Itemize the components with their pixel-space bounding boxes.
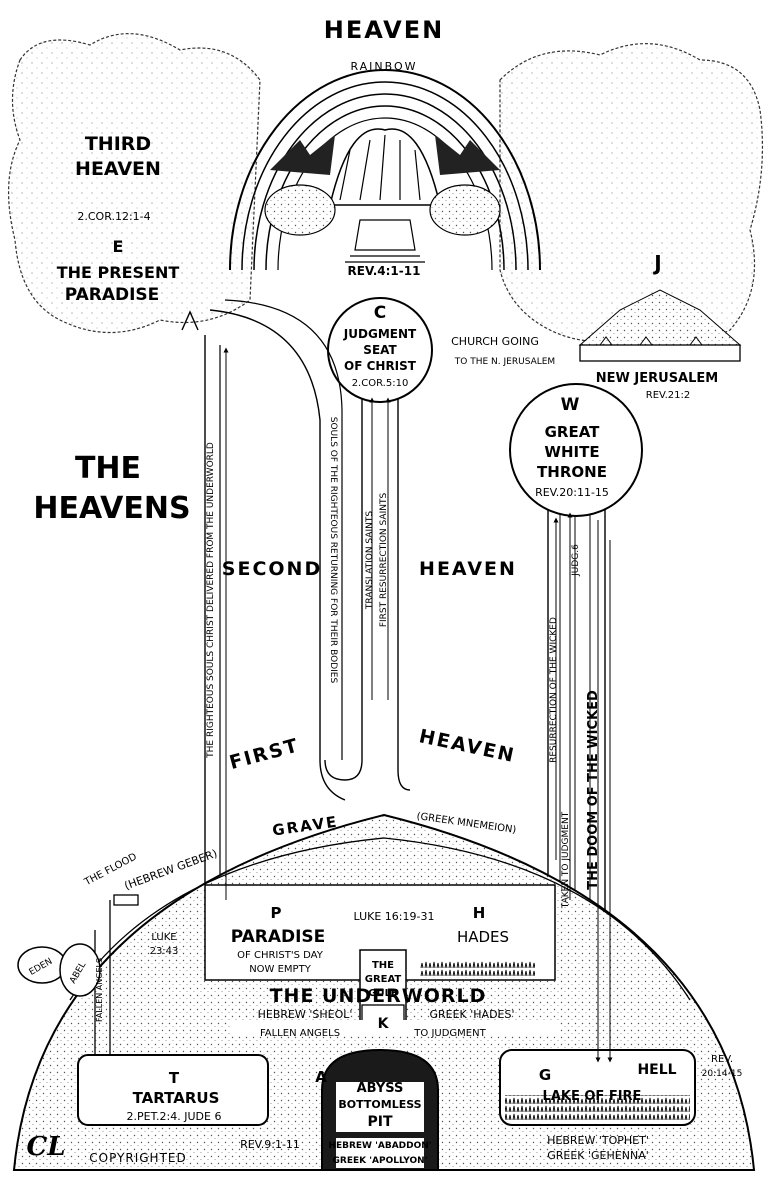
underworld-hebrew: HEBREW 'SHEOL' [258, 1008, 353, 1021]
underworld-hemisphere [12, 813, 756, 1171]
the-heavens-line2: HEAVENS [33, 491, 190, 526]
third-heaven-line1: THIRD [85, 133, 151, 155]
rev-2014-line1: REV. [711, 1054, 733, 1065]
hades-name: HADES [457, 928, 509, 946]
paradise-node-line1: THE PRESENT [57, 263, 180, 282]
fallen-angels-label: FALLEN ANGELS [260, 1028, 340, 1039]
underworld-title: THE UNDERWORLD [270, 985, 487, 1007]
new-jerusalem-name: NEW JERUSALEM [596, 371, 718, 386]
rev-911-label: REV.9:1-11 [240, 1138, 300, 1151]
tartarus-name: TARTARUS [133, 1089, 220, 1107]
j-label: J [652, 251, 661, 275]
to-judgment-label: TO JUDGMENT [413, 1028, 486, 1039]
flow-arrows [223, 347, 613, 1063]
gwt-ref: REV.20:11-15 [535, 486, 609, 499]
rev-4-ref: REV.4:1-11 [348, 264, 421, 278]
paradise-line2: NOW EMPTY [249, 964, 312, 975]
judgment-line3: OF CHRIST [344, 359, 417, 373]
fallen-angels-left: FALLEN ANGELS [95, 958, 104, 1022]
paradise-node-letter: E [113, 237, 124, 256]
gwt-line2: WHITE [544, 443, 599, 461]
first-heaven-left: FIRST [227, 734, 302, 774]
second-heaven-left: SECOND [222, 558, 322, 580]
luke-2343-line1: LUKE [151, 932, 176, 943]
hades-letter: H [473, 904, 486, 922]
throne-scene [264, 128, 501, 263]
cl-monogram: CL [27, 1132, 66, 1162]
doom-path: THE DOOM OF THE WICKED [586, 690, 601, 890]
the-heavens-line1: THE [75, 451, 141, 486]
underworld-greek: GREEK 'HADES' [429, 1008, 514, 1021]
paradise-line1: OF CHRIST'S DAY [237, 950, 324, 961]
tartarus-ref: 2.PET.2:4. JUDE 6 [127, 1110, 222, 1123]
abyss-greek: GREEK 'APOLLYON' [333, 1156, 428, 1166]
great-white-throne-circle [509, 383, 643, 1065]
judgment-seat-circle [324, 297, 433, 791]
luke-1619-label: LUKE 16:19-31 [354, 910, 435, 923]
righteous-souls-path: THE RIGHTEOUS SOULS CHRIST DELIVERED FRO… [206, 442, 216, 759]
gulf-letter: K [378, 1016, 390, 1032]
abyss-line2: PIT [367, 1114, 392, 1130]
lake-greek: GREEK 'GEHENNA' [547, 1149, 649, 1162]
rainbow-label: RAINBOW [350, 60, 417, 73]
gwt-letter: W [561, 395, 580, 415]
lake-letter: G [539, 1066, 551, 1084]
cloud-banks [7, 33, 764, 342]
gulf-line3: GULF [368, 988, 398, 999]
heaven-title: HEAVEN [324, 16, 444, 44]
lake-name: LAKE OF FIRE [543, 1089, 642, 1104]
church-going-line2: TO THE N. JERUSALEM [454, 357, 555, 367]
first-resurrection-path: FIRST RESURRECTION SAINTS [379, 493, 389, 628]
first-heaven-right: HEAVEN [417, 725, 517, 767]
gwt-line1: GREAT [545, 423, 601, 441]
rev-2014-line2: 20:14-15 [702, 1069, 743, 1079]
labels: HEAVEN RAINBOW REV.4:1-11 THIRD HEAVEN 2… [27, 16, 743, 1166]
hell-label: HELL [637, 1062, 676, 1078]
translation-path: TRANSLATION SAINTS [365, 511, 375, 610]
to-judgment-path: TAKEN TO JUDGMENT [561, 811, 571, 909]
judge-path: JUDG.6 [571, 544, 581, 577]
third-heaven-line2: HEAVEN [75, 158, 161, 180]
luke-2343-line2: 23:43 [150, 946, 179, 957]
new-jerusalem-ref: REV.21:2 [646, 390, 690, 401]
resurrection-wicked-path: RESURRECTION OF THE WICKED [549, 617, 559, 763]
judgment-ref: 2.COR.5:10 [352, 378, 409, 389]
church-going-line1: CHURCH GOING [451, 335, 539, 348]
paradise-name: PARADISE [231, 927, 326, 947]
judgment-line2: SEAT [363, 343, 397, 357]
abyss-hebrew: HEBREW 'ABADDON' [328, 1141, 431, 1151]
paradise-letter: P [271, 904, 282, 922]
new-jerusalem-city [578, 289, 742, 362]
rainbow-arch [229, 69, 541, 271]
gulf-line1: THE [372, 960, 394, 971]
copyright-label: COPYRIGHTED [89, 1151, 186, 1165]
second-heaven-right: HEAVEN [419, 558, 517, 580]
abyss-line1: BOTTOMLESS [338, 1098, 421, 1111]
judgment-line1: JUDGMENT [343, 327, 417, 341]
gwt-line3: THRONE [537, 463, 607, 481]
third-heaven-ref: 2.COR.12:1-4 [77, 210, 150, 223]
paradise-node-line2: PARADISE [65, 285, 160, 305]
gulf-line2: GREAT [365, 974, 402, 985]
souls-returning-path: SOULS OF THE RIGHTEOUS RETURNING FOR THE… [328, 417, 338, 684]
lake-hebrew: HEBREW 'TOPHET' [547, 1134, 649, 1147]
abyss-letter: A [315, 1068, 327, 1086]
tartarus-letter: T [169, 1069, 180, 1087]
judgment-letter: C [374, 303, 386, 323]
abyss-name: ABYSS [357, 1081, 404, 1096]
